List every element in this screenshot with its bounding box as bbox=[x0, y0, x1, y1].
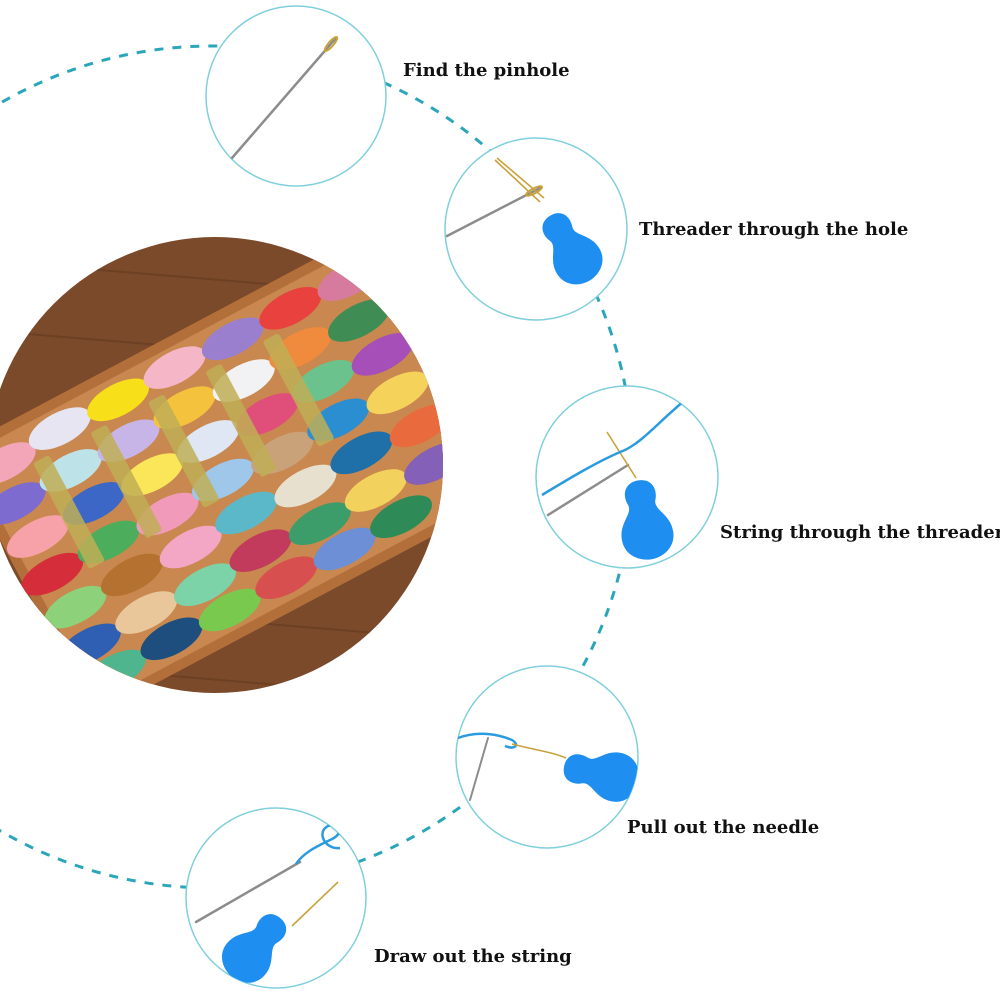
pull-needle-icon bbox=[457, 732, 638, 807]
step-2-label: Threader through the hole bbox=[639, 219, 909, 240]
string-threader-icon bbox=[541, 395, 691, 564]
step-1-label: Find the pinhole bbox=[403, 60, 570, 81]
floss-photo bbox=[0, 237, 443, 693]
step-5-circle bbox=[185, 807, 367, 989]
step-2-circle bbox=[444, 137, 628, 321]
step-1-circle bbox=[205, 5, 387, 187]
threader-needle-icon bbox=[445, 157, 612, 294]
step-3-circle bbox=[535, 385, 719, 569]
needle-icon bbox=[230, 36, 339, 160]
step-4-label: Pull out the needle bbox=[627, 817, 820, 838]
step-5-label: Draw out the string bbox=[374, 946, 572, 967]
step-4-circle bbox=[455, 665, 639, 849]
step-3-label: String through the threader bbox=[720, 522, 1000, 543]
